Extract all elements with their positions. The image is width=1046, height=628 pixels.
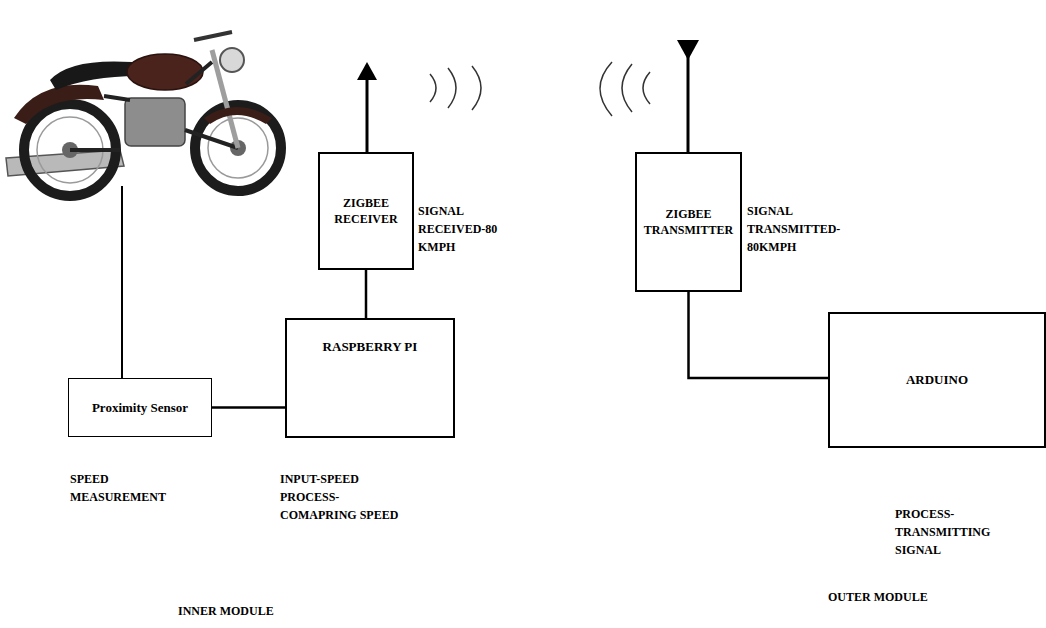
receiver-waves [430, 66, 481, 110]
receiver-antenna [357, 62, 377, 152]
motorcycle [6, 32, 281, 196]
signal-note: SIGNAL RECEIVED-80 KMPH [418, 202, 518, 256]
sensor-wire [121, 186, 123, 378]
signal-wave [622, 64, 632, 112]
transmitter-antenna [677, 40, 699, 152]
signal-wave [430, 74, 436, 102]
engine [125, 98, 185, 146]
module-caption: INNER MODULE [178, 602, 338, 620]
antenna-head [677, 40, 699, 60]
function-note: SPEED MEASUREMENT [70, 470, 178, 506]
connector-line [212, 406, 285, 409]
transmitter-box: ZIGBEE TRANSMITTER [635, 152, 742, 292]
processor-box: RASPBERRY PI [285, 318, 455, 438]
connector-line [365, 270, 368, 318]
signal-wave [448, 68, 456, 108]
handlebar [194, 32, 232, 40]
box-label: ZIGBEE TRANSMITTER [642, 206, 735, 238]
signal-wave [472, 66, 481, 110]
antenna-mast [366, 78, 369, 152]
sensor-box: Proximity Sensor [68, 378, 212, 437]
box-label: RASPBERRY PI [323, 338, 418, 356]
function-note: PROCESS-TRANSMITTING SIGNAL [895, 505, 1005, 559]
frame [70, 62, 238, 150]
receiver-box: ZIGBEE RECEIVER [318, 152, 414, 270]
box-label: ARDUINO [906, 371, 968, 389]
antenna-head [357, 62, 377, 80]
connector-line [689, 292, 829, 378]
transmitter-waves [600, 62, 650, 116]
box-label: Proximity Sensor [92, 399, 188, 417]
function-note: INPUT-SPEED PROCESS-COMAPRING SPEED [280, 470, 415, 524]
signal-wave [600, 62, 612, 116]
module-caption: OUTER MODULE [828, 588, 988, 606]
controller-box: ARDUINO [828, 312, 1046, 448]
signal-note: SIGNAL TRANSMITTED-80KMPH [747, 202, 847, 256]
fuel-tank [127, 54, 203, 90]
box-label: ZIGBEE RECEIVER [325, 195, 407, 227]
headlamp [220, 48, 244, 72]
seat [50, 61, 138, 90]
antenna-mast [687, 52, 690, 152]
rear-fender [14, 85, 104, 124]
signal-wave [643, 72, 650, 104]
front-fender [204, 107, 272, 124]
